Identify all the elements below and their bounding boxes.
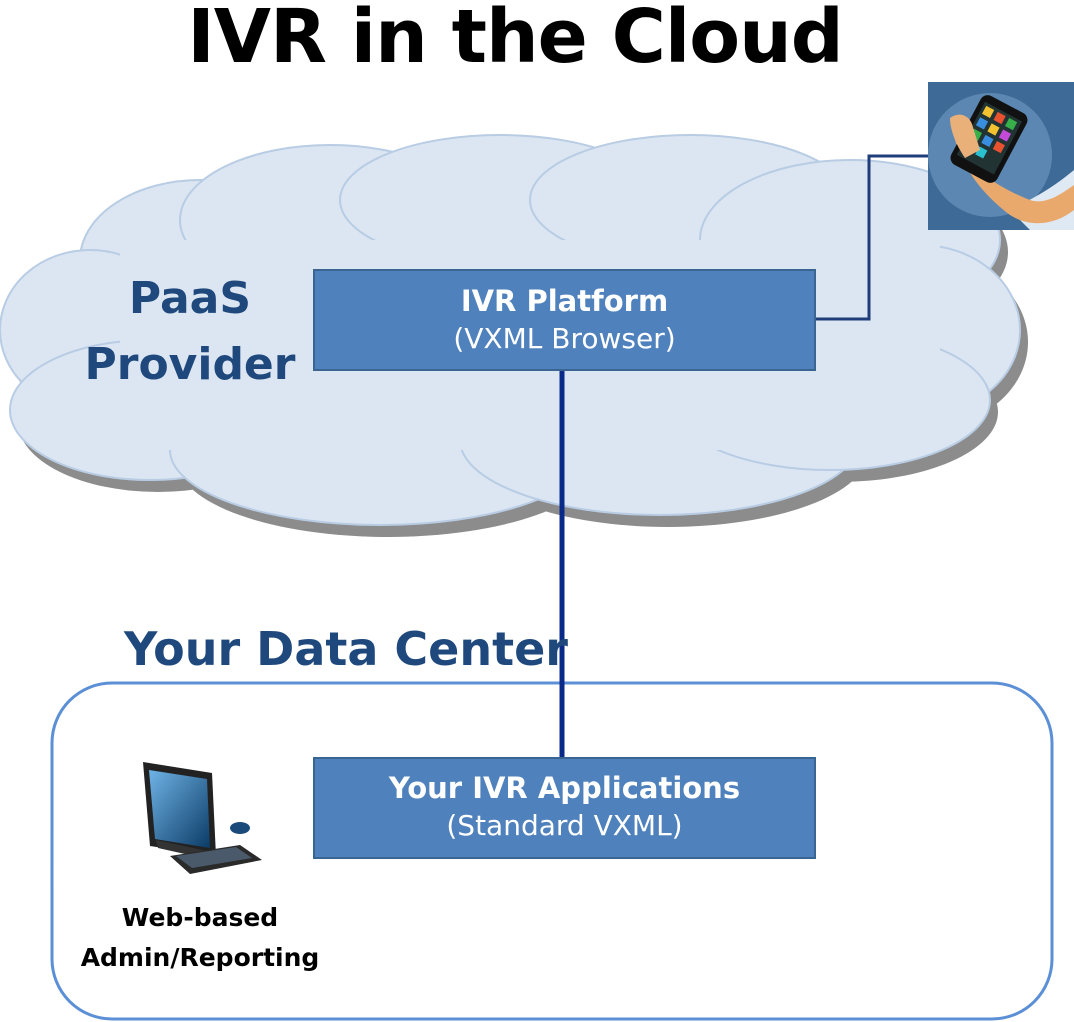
admin-label-line2: Admin/Reporting [80, 943, 320, 972]
ivr-applications-title: Your IVR Applications [388, 771, 741, 805]
ivr-applications-box: Your IVR Applications (Standard VXML) [313, 757, 816, 859]
page-title: IVR in the Cloud [187, 0, 844, 80]
ivr-platform-title: IVR Platform [460, 284, 669, 318]
platform-to-phone-connector [815, 154, 928, 321]
admin-label-line1: Web-based [121, 903, 279, 932]
data-center-container [50, 681, 1054, 1021]
paas-provider-label: PaaS Provider [70, 266, 310, 398]
paas-label-line1: PaaS [128, 273, 252, 324]
ivr-platform-box: IVR Platform (VXML Browser) [313, 269, 816, 371]
smartphone-in-hand-icon [928, 82, 1074, 230]
admin-reporting-label: Web-based Admin/Reporting [60, 898, 340, 978]
ivr-applications-subtitle: (Standard VXML) [446, 809, 683, 842]
data-center-label: Your Data Center [124, 622, 568, 676]
ivr-platform-subtitle: (VXML Browser) [453, 322, 676, 355]
desktop-computer-icon [143, 762, 262, 874]
paas-label-line2: Provider [84, 339, 296, 390]
